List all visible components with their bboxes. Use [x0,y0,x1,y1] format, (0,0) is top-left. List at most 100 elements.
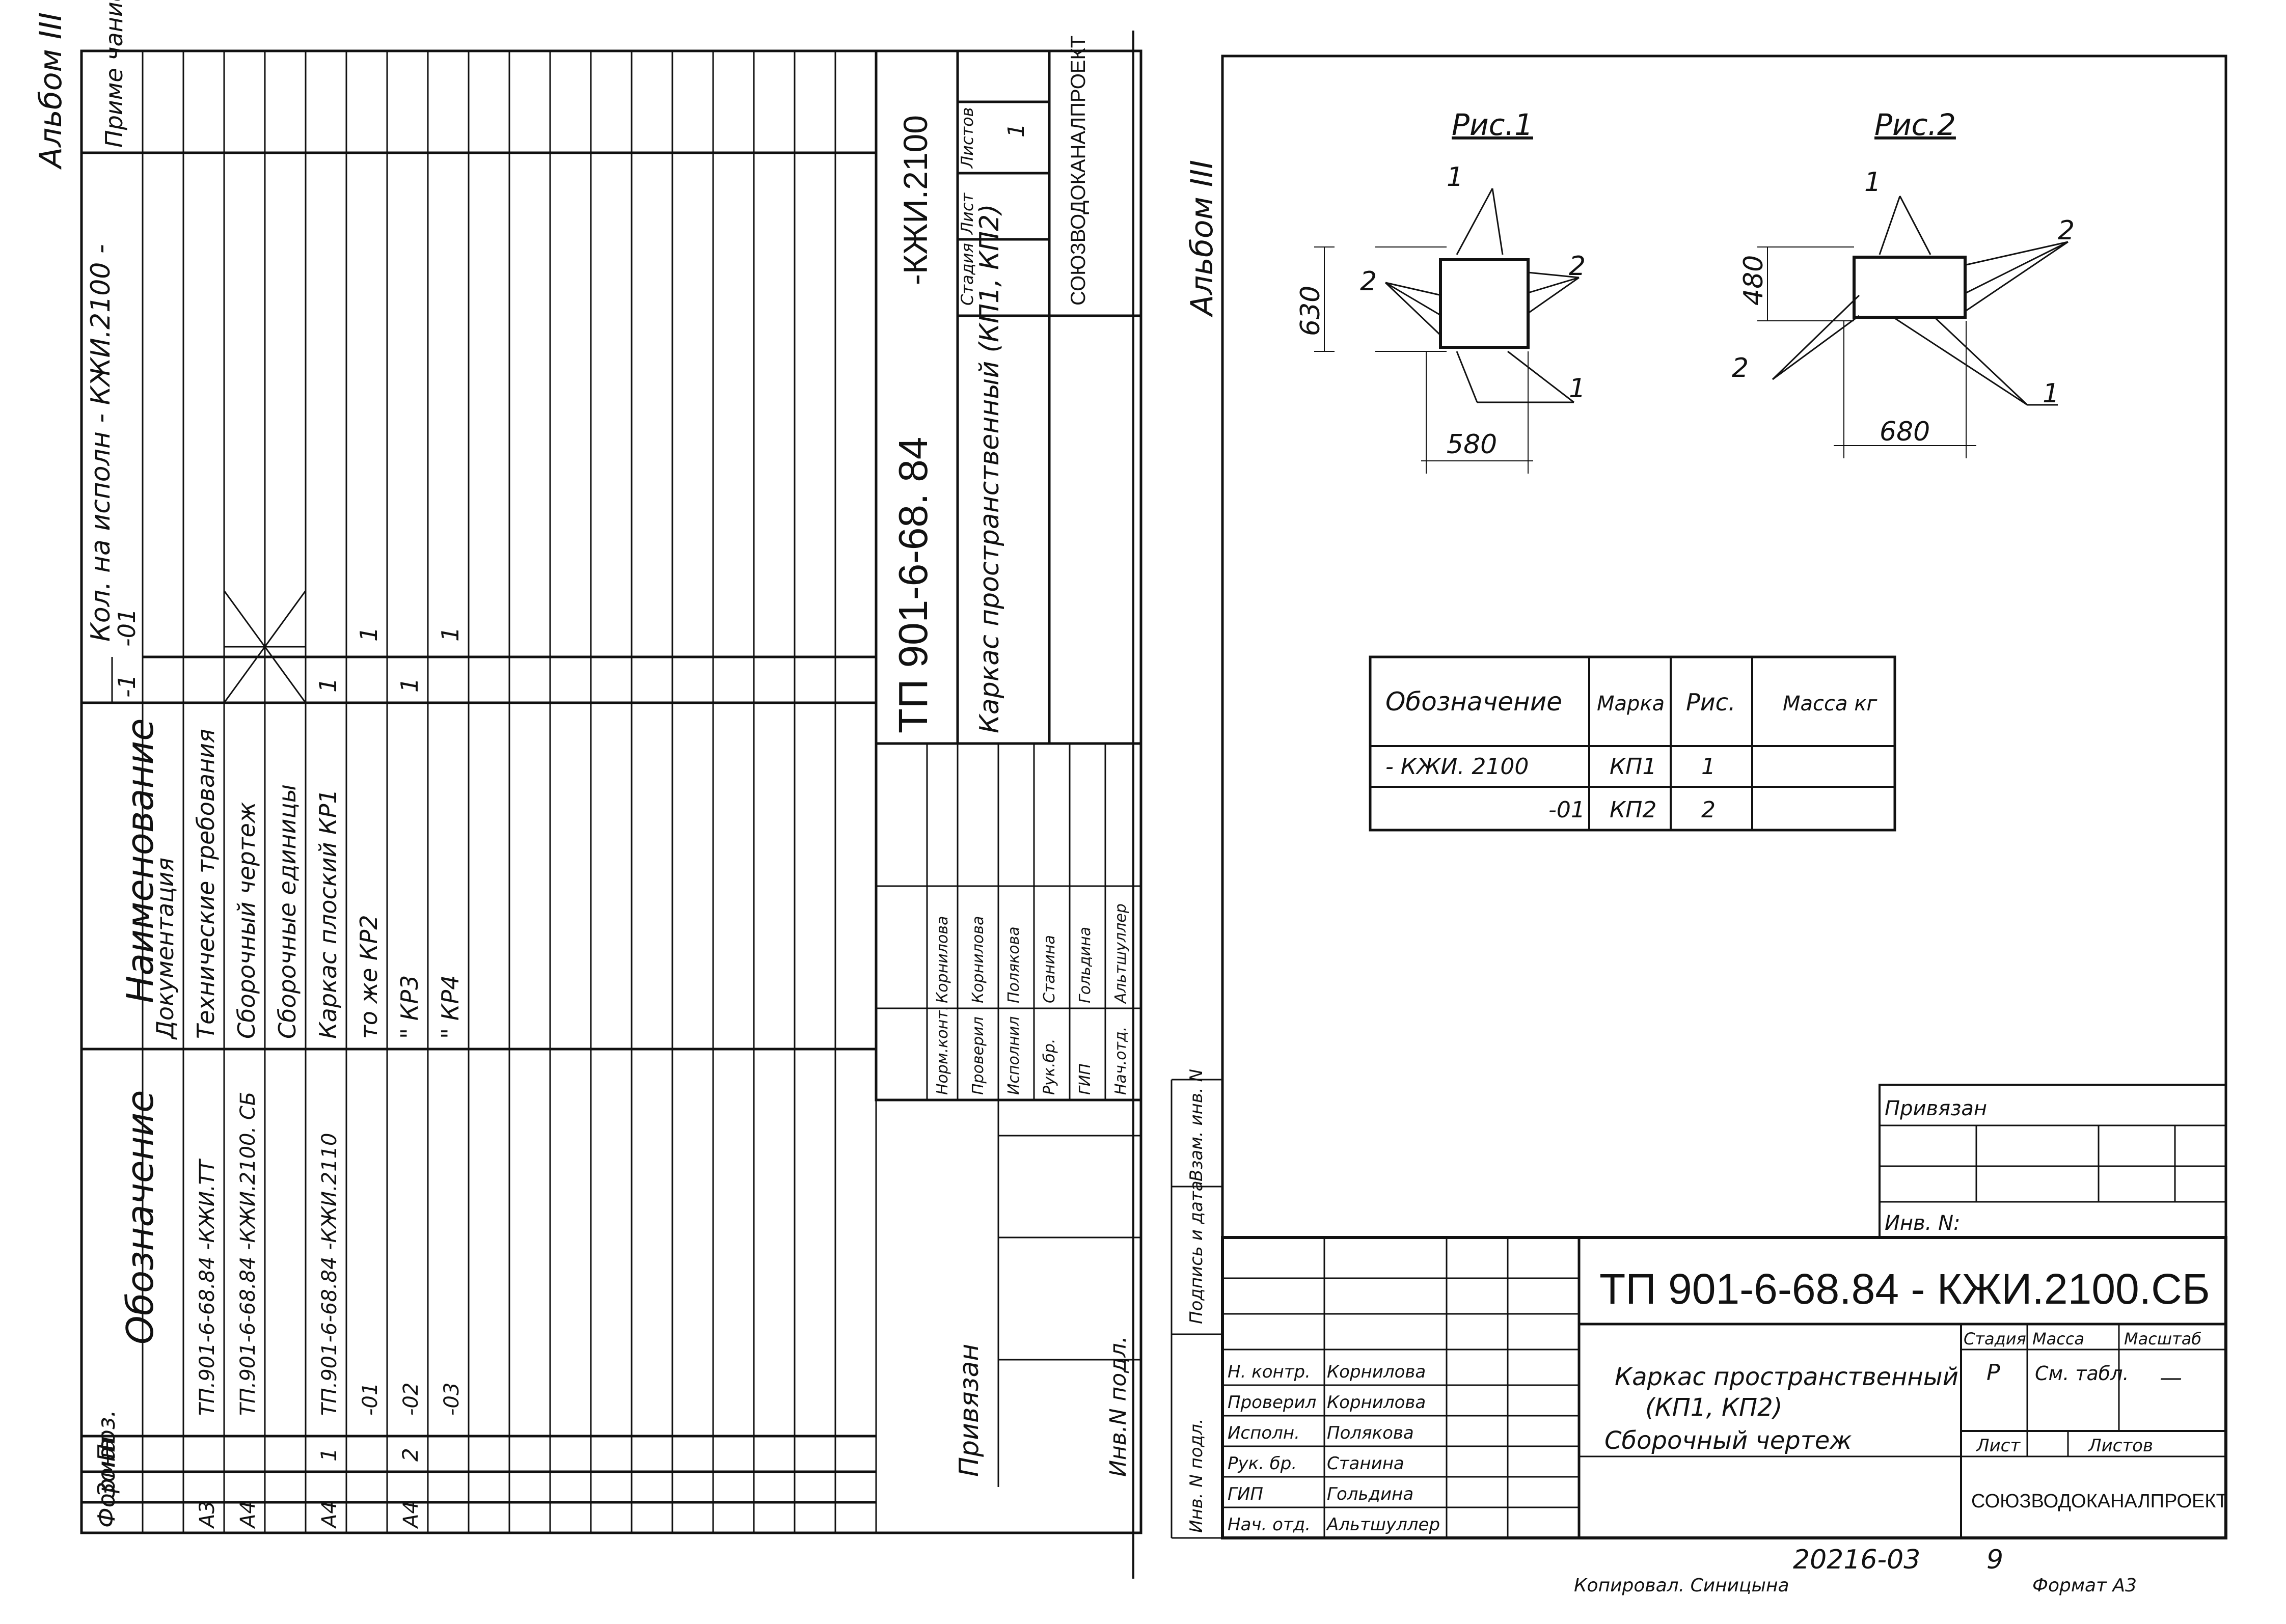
stamp-title-2: (КП1, КП2) [1645,1393,1782,1422]
spec-stamp-person-4-name: Гольдина [1076,927,1094,1003]
spec-stamp-person-0-role: Норм.конт. [934,1006,951,1095]
footer-format: Формат А3 [2032,1575,2137,1596]
spec-stamp-title: Каркас пространственный (КП1, КП2) [974,204,1005,734]
spec-stamp-code-suffix: -КЖИ.2100 [896,115,934,285]
spec-row-6-pos: 2 [398,1448,423,1462]
spec-stamp-sheet-label: Лист [958,192,977,235]
spec-row-6-format: А4 [399,1501,423,1529]
spec-stamp-sheets-value: 1 [1003,123,1029,137]
stamp-person-4-name: Гольдина [1327,1484,1413,1504]
fig2-dim-w: 680 [1880,417,1930,447]
stamp-mass-label: Масса [2032,1329,2084,1348]
spec-stamp-person-1-name: Корнилова [969,916,987,1003]
fig1-label-2b: 2 [1569,251,1586,282]
col-pos: Поз. [93,1410,120,1462]
album-label-right: Альбом III [1184,160,1220,318]
stamp-scale-value: — [2160,1365,2182,1391]
side-label-sign: Подпись и дата [1186,1180,1207,1324]
spec-stamp-sheets-label: Листов [958,107,977,169]
side-label-replace: Взам. инв. N [1186,1069,1207,1181]
spec-row-4-q1: 1 [314,678,342,693]
stamp-person-3-role: Рук. бр. [1228,1453,1297,1474]
spec-row-1-name: Технические требования [192,729,220,1039]
spec-row-5-q2: 1 [355,627,383,642]
stamp-person-5-role: Нач. отд. [1228,1515,1311,1535]
fig1-label-1b: 1 [1569,373,1586,404]
stamp-mass-value: См. табл. [2035,1362,2129,1385]
mark-table-r1-fig: 1 [1701,754,1716,780]
fig2-label-2a: 2 [2058,215,2075,246]
col-format: Формат [93,1432,120,1528]
spec-row-2-designation: ТП.901-6-68.84 -КЖИ.2100. СБ [236,1092,260,1416]
spec-row-1-format: А3 [196,1501,219,1529]
spec-privyazan: Привязан [954,1344,985,1477]
stamp-person-5-name: Альтшуллер [1326,1515,1440,1535]
spec-row-6-name: " КР3 [396,975,423,1039]
stamp-person-4-role: ГИП [1228,1484,1263,1504]
stamp-stage-value: Р [1986,1360,2000,1386]
stamp-person-1-role: Проверил [1228,1392,1316,1413]
footer-number: 20216-03 [1793,1545,1920,1575]
footer-copied: Копировал. Синицына [1574,1575,1789,1596]
stamp-person-0-name: Корнилова [1327,1362,1426,1382]
stamp-code: ТП 901-6-68.84 - КЖИ.2100.СБ [1599,1265,2210,1313]
stamp-person-0-role: Н. контр. [1228,1362,1311,1382]
spec-row-6-q1: 1 [396,678,423,693]
spec-row-4-format: А4 [318,1501,341,1529]
spec-stamp-org: СОЮЗВОДОКАНАЛПРОЕКТ [1067,36,1090,306]
col-qty-title: Кол. на исполн - КЖИ.2100 - [86,244,116,642]
stamp-scale-label: Масштаб [2124,1329,2201,1348]
spec-row-1-designation: ТП.901-6-68.84 -КЖИ.ТТ [196,1158,219,1416]
fig1-title: Рис.1 [1452,107,1533,142]
spec-row-6-designation: -02 [399,1383,423,1416]
fig2-label-2b: 2 [1732,353,1749,383]
stamp-person-2-name: Полякова [1327,1423,1414,1443]
inv-label: Инв. N: [1885,1212,1960,1235]
footer-page: 9 [1986,1545,2003,1575]
spec-row-7-q2: 1 [437,627,464,642]
spec-row-3-name: Сборочные единицы [274,784,301,1039]
fig1-dim-w: 580 [1447,429,1497,460]
spec-row-4-designation: ТП.901-6-68.84 -КЖИ.2110 [318,1133,341,1416]
privyazan-label: Привязан [1885,1097,1987,1120]
mark-table-r1-designation: - КЖИ. 2100 [1385,754,1529,780]
spec-row-5-designation: -01 [359,1383,382,1416]
spec-stamp-person-2-role: Исполнил [1005,1016,1023,1095]
spec-stamp-code: ТП 901-6-68. 84 [890,437,936,733]
mark-table-header-mark: Марка [1597,692,1665,715]
col-qty-01: -01 [113,609,141,647]
fig1-label-2a: 2 [1360,266,1377,297]
col-designation: Обозначение [119,1090,161,1344]
spec-row-2-format: А4 [236,1501,260,1529]
mark-table-r2-designation: -01 [1548,797,1585,823]
mark-table-header-designation: Обозначение [1385,687,1562,717]
stamp-sheet-label: Лист [1975,1436,2021,1456]
stamp-stage-label: Стадия [1964,1329,2026,1348]
fig1-dim-h: 630 [1295,286,1326,336]
spec-stamp-person-3-role: Рук.бр. [1041,1038,1058,1095]
mark-table-r1-mark: КП1 [1610,754,1656,780]
mark-table-r2-mark: КП2 [1610,797,1656,823]
stamp-person-1-name: Корнилова [1327,1392,1426,1413]
mark-table-header-mass: Масса кг [1783,692,1877,715]
spec-row-7-name: " КР4 [437,975,464,1039]
spec-stamp-person-3-name: Станина [1041,935,1058,1003]
stamp-title-1: Каркас пространственный [1615,1363,1958,1391]
mark-table-header-fig: Рис. [1686,689,1736,716]
spec-row-4-name: Каркас плоский КР1 [314,789,342,1039]
spec-stamp-person-4-role: ГИП [1076,1063,1094,1095]
spec-inv-label: Инв.N подл. [1105,1336,1131,1477]
spec-row-2-name: Сборочный чертеж [233,802,260,1039]
col-zone: Зона [93,1438,120,1497]
fig1-label-1a: 1 [1447,162,1463,192]
stamp-person-3-name: Станина [1327,1453,1404,1474]
spec-stamp-person-5-name: Альтшуллер [1112,903,1130,1004]
fig2-label-1b: 1 [2043,378,2059,409]
stamp-sheets-label: Листов [2087,1436,2153,1456]
stamp-person-2-role: Исполн. [1228,1423,1300,1443]
stamp-org: СОЮЗВОДОКАНАЛПРОЕКТ [1971,1491,2228,1512]
fig2-dim-h: 480 [1738,255,1769,306]
spec-stamp-person-1-role: Проверил [969,1016,987,1095]
spec-row-7-designation: -03 [440,1383,464,1416]
